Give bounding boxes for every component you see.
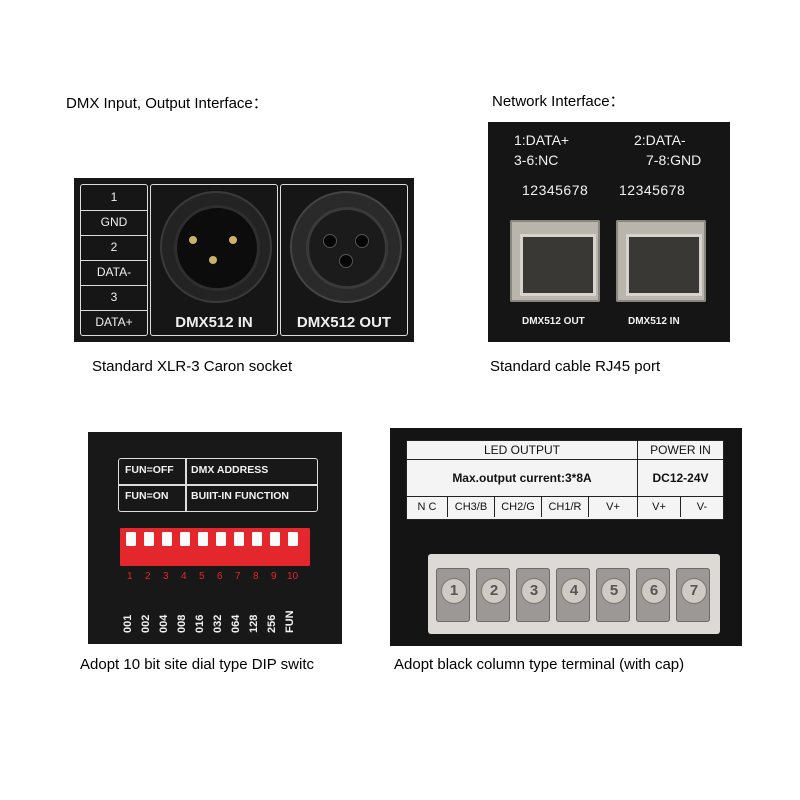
dip-switch-4[interactable] [180, 532, 190, 546]
pin-icon [209, 256, 217, 264]
power-in-heading: POWER IN [638, 441, 723, 460]
rj45-out-label: DMX512 OUT [522, 316, 585, 327]
socket-hole-icon [323, 234, 337, 248]
switch-value-label: FUN [284, 610, 296, 633]
pin-label: 1 [81, 185, 147, 211]
rj45-port-panel: 1:DATA+ 3-6:NC 2:DATA- 7-8:GND 12345678 … [488, 122, 730, 342]
dip-switch-8[interactable] [252, 532, 262, 546]
pin-assignment-left: 1:DATA+ [514, 132, 570, 148]
switch-number: 2 [145, 571, 151, 582]
switch-number: 7 [235, 571, 241, 582]
terminal-screw-6[interactable]: 6 [641, 578, 667, 604]
socket-hole-icon [339, 254, 353, 268]
fun-on-label: FUN=ON [125, 490, 169, 502]
switch-value-label: 128 [248, 614, 260, 633]
switch-number: 6 [217, 571, 223, 582]
pin-label: 3 [81, 285, 147, 311]
pin-label: 2 [81, 235, 147, 261]
rj45-caption: Standard cable RJ45 port [490, 358, 661, 375]
pin-icon [229, 236, 237, 244]
pin-assignment-left-2: 3-6:NC [514, 152, 559, 168]
switch-value-label: 002 [140, 614, 152, 633]
terminal-screw-4[interactable]: 4 [561, 578, 587, 604]
pin-label: DATA+ [95, 315, 133, 329]
dip-switch-2[interactable] [144, 532, 154, 546]
dmx-in-label: DMX512 IN [175, 314, 253, 331]
rj45-out-port[interactable] [510, 220, 600, 302]
terminal-screw-3[interactable]: 3 [521, 578, 547, 604]
channel-label: V- [696, 501, 708, 513]
switch-number: 4 [181, 571, 187, 582]
switch-number: 3 [163, 571, 169, 582]
dip-caption: Adopt 10 bit site dial type DIP switc [80, 656, 315, 673]
pin-label-table: 1 GND 2 DATA- 3 DATA+ [80, 184, 148, 336]
voltage-label: DC12-24V [638, 460, 723, 497]
pin-assignment-right: 2:DATA- [634, 132, 686, 148]
dip-switch-5[interactable] [198, 532, 208, 546]
dip-switch-panel: FUN=OFF FUN=ON DMX ADDRESS BUIIT-IN FUNC… [88, 432, 342, 644]
switch-value-label: 001 [122, 614, 134, 633]
terminal-screw-5[interactable]: 5 [601, 578, 627, 604]
fun-off-label: FUN=OFF [125, 464, 174, 476]
terminal-caption: Adopt black column type terminal (with c… [394, 656, 685, 673]
dmx-out-socket-box: DMX512 OUT [280, 184, 408, 336]
dip-switch-10[interactable] [288, 532, 298, 546]
switch-value-label: 008 [176, 614, 188, 633]
rj45-in-label: DMX512 IN [628, 316, 680, 327]
dip-switch-block [120, 528, 310, 566]
switch-value-label: 004 [158, 614, 170, 633]
pin-label: GND [81, 210, 147, 236]
dip-switch-1[interactable] [126, 532, 136, 546]
channel-label: CH2/G [495, 497, 542, 517]
xlr-male-connector[interactable] [160, 191, 272, 303]
channel-label: CH1/R [542, 497, 589, 517]
terminal-screw-1[interactable]: 1 [441, 578, 467, 604]
xlr-female-connector[interactable] [290, 191, 402, 303]
dip-switch-6[interactable] [216, 532, 226, 546]
switch-number: 1 [127, 571, 133, 582]
terminal-screw-2[interactable]: 2 [481, 578, 507, 604]
dmx-interface-heading: DMX Input, Output Interface： [66, 95, 268, 112]
channel-label: V+ [589, 497, 638, 517]
function-table: FUN=OFF FUN=ON DMX ADDRESS BUIIT-IN FUNC… [118, 458, 318, 512]
pin-numbers-right: 12345678 [619, 182, 686, 198]
pin-assignment-right-2: 7-8:GND [646, 152, 702, 168]
switch-number: 10 [287, 571, 299, 582]
dip-switch-7[interactable] [234, 532, 244, 546]
rj45-in-port[interactable] [616, 220, 706, 302]
dmx-address-label: DMX ADDRESS [191, 464, 269, 476]
switch-number: 5 [199, 571, 205, 582]
pin-label: DATA- [81, 260, 147, 286]
switch-number: 9 [271, 571, 277, 582]
switch-value-label: 016 [194, 614, 206, 633]
network-interface-heading: Network Interface： [492, 93, 625, 110]
channel-label: N C [407, 497, 448, 517]
dmx-in-socket-box: DMX512 IN [150, 184, 278, 336]
socket-hole-icon [355, 234, 369, 248]
led-output-heading: LED OUTPUT [407, 441, 638, 460]
switch-value-label: 256 [266, 614, 278, 633]
pin-numbers-left: 12345678 [522, 182, 589, 198]
max-current-label: Max.output current:3*8A [407, 460, 638, 497]
dip-switch-9[interactable] [270, 532, 280, 546]
xlr-socket-panel: 1 GND 2 DATA- 3 DATA+ DMX512 IN DMX512 O… [74, 178, 414, 342]
switch-number: 8 [253, 571, 259, 582]
switch-value-label: 032 [212, 614, 224, 633]
dmx-out-label: DMX512 OUT [296, 314, 392, 331]
terminal-block-panel: LED OUTPUT POWER IN Max.output current:3… [390, 428, 742, 646]
dip-switch-3[interactable] [162, 532, 172, 546]
channel-label: V+ [638, 497, 681, 517]
builtin-function-label: BUIIT-IN FUNCTION [191, 490, 289, 502]
switch-value-label: 064 [230, 614, 242, 633]
xlr-caption: Standard XLR-3 Caron socket [92, 358, 293, 375]
channel-label: CH3/B [448, 497, 495, 517]
output-spec-label: LED OUTPUT POWER IN Max.output current:3… [406, 440, 724, 520]
pin-icon [189, 236, 197, 244]
terminal-screw-7[interactable]: 7 [681, 578, 707, 604]
